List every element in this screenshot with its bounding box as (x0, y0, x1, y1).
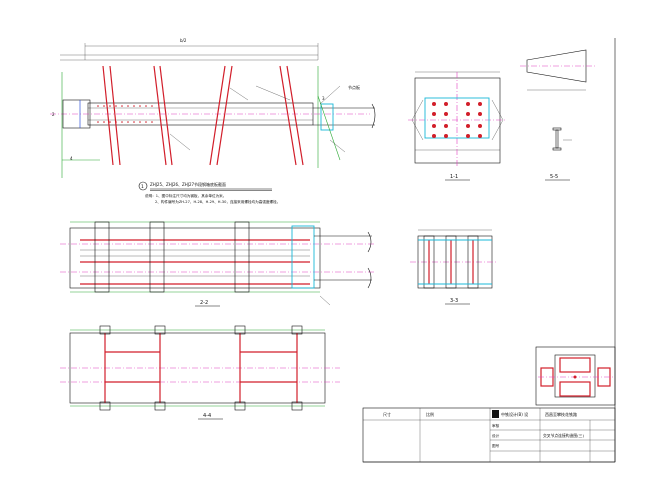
section-5-5: 5-5 (520, 49, 595, 181)
section-4-4-label: 4-4 (203, 413, 211, 419)
main-view-caption: 1 ZHJ25、ZHJ26、ZHJ27节段钢箱底板截面 说明：1、图中标注尺寸均… (138, 181, 280, 204)
section-1-1-bolts (432, 102, 482, 138)
detail-marker-number: 1 (141, 184, 144, 190)
company-name: 中铁设计(B) 设 (501, 411, 528, 417)
bolt-group-left (97, 105, 153, 123)
detail-marker-circle (138, 181, 148, 191)
scale-label: 比例 (426, 411, 434, 417)
note-line-1: 说明：1、图中标注尺寸均为钢板，其余单位为米。 (145, 193, 226, 198)
section-1-1: 1-1 (408, 71, 505, 181)
note-line-2: 2、构件编号为ZH-27、H-28、H-29、H-30，连接采用螺栓均为高强度螺… (155, 199, 280, 204)
svg-text:2: 2 (52, 112, 55, 117)
svg-text:节点板: 节点板 (348, 84, 360, 90)
section-3-3: 3-3 (410, 229, 498, 305)
section-2-2: 2-2 (60, 221, 375, 307)
reviewer-label: 审核 (492, 423, 500, 428)
svg-text:4: 4 (70, 156, 73, 161)
diagonal-members (102, 65, 304, 166)
title-block: 尺寸 比例 中铁设计(B) 设 西昌至攀枝花铁路 审核 设计 图号 交叉节点连接… (362, 407, 616, 463)
drawing-name: 交叉节点连接构造图(三) (543, 433, 584, 438)
section-5-5-label: 5-5 (550, 174, 558, 180)
section-1-1-label: 1-1 (450, 174, 458, 180)
section-2-2-label: 2-2 (200, 300, 208, 306)
sheet-label: 图号 (492, 443, 500, 448)
key-plan (535, 346, 616, 406)
main-view-title: ZHJ25、ZHJ26、ZHJ27节段钢箱底板截面 (150, 181, 226, 187)
svg-text:b/2: b/2 (180, 38, 187, 43)
section-4-4: 4-4 (60, 325, 340, 420)
dimension-label: 尺寸 (383, 411, 391, 417)
designer-label: 设计 (492, 433, 500, 438)
section-3-3-label: 3-3 (450, 298, 458, 304)
project-name: 西昌至攀枝花铁路 (545, 411, 577, 417)
svg-text:3: 3 (322, 96, 325, 101)
main-elevation-view: b/2 4 2 3 节点板 (50, 38, 376, 178)
